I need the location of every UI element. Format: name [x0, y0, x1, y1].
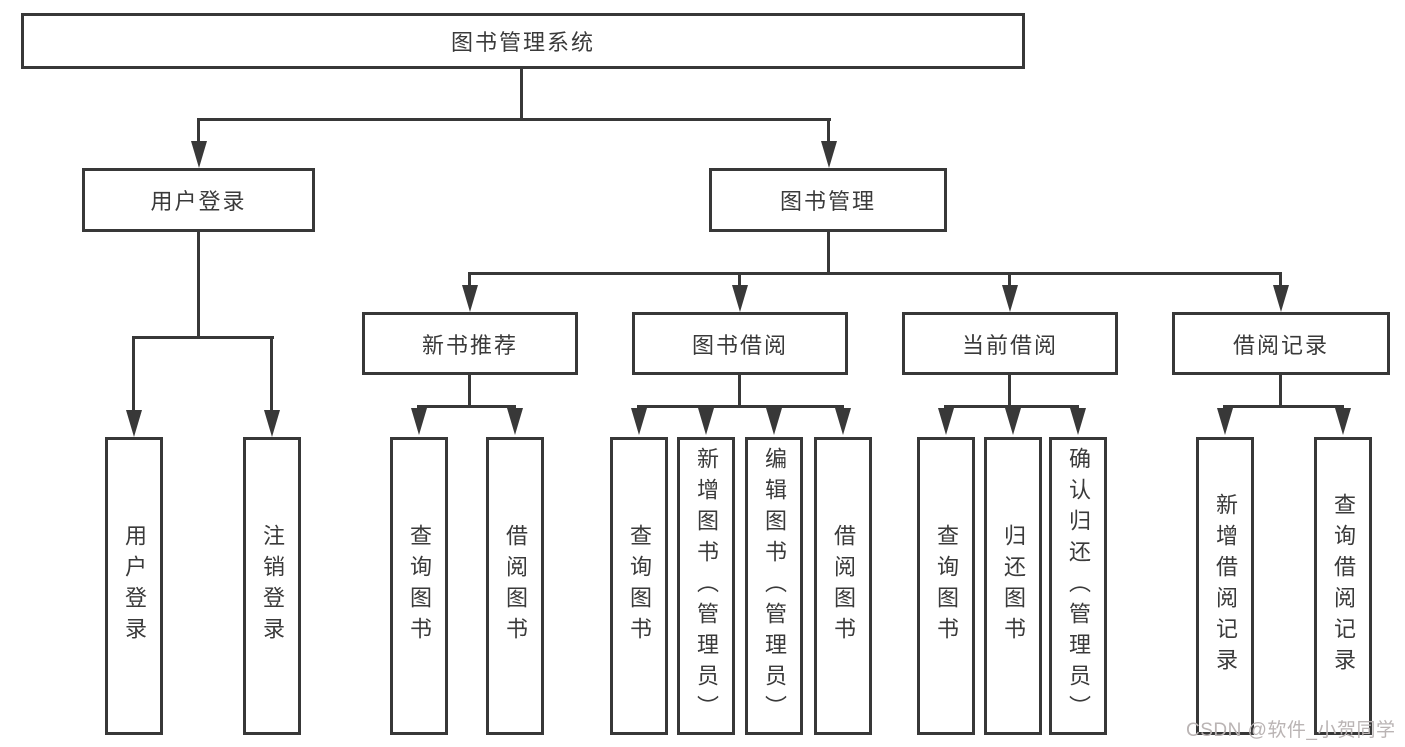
- leaf-return-books: 归还图书: [984, 437, 1042, 735]
- arrow-down-icon: [126, 410, 142, 437]
- arrow-down-icon: [835, 408, 851, 435]
- connector-level2-stem: [1008, 272, 1011, 288]
- connector-current-bar: [944, 405, 1079, 408]
- node-current-borrowing-label: 当前借阅: [961, 332, 1058, 358]
- connector-recommend-down: [468, 375, 471, 408]
- node-book-management-label: 图书管理: [779, 189, 876, 214]
- leaf-borrow-books-recommend: 借阅图书: [486, 437, 544, 735]
- arrow-down-icon: [821, 141, 837, 168]
- connector-records-bar: [1223, 405, 1344, 408]
- node-user-login: 用户登录: [82, 168, 315, 232]
- leaf-add-borrow-record: 新增借阅记录: [1196, 437, 1254, 735]
- connector-level2-stem: [1279, 272, 1282, 288]
- connector-user-login-down: [197, 232, 200, 336]
- connector-recommend-bar: [417, 405, 516, 408]
- node-root-label: 图书管理系统: [450, 30, 595, 55]
- leaf-borrow-books-recommend-label: 借阅图书: [503, 524, 528, 648]
- leaf-add-borrow-record-label: 新增借阅记录: [1213, 493, 1238, 679]
- connector-user-login-bar: [132, 336, 274, 339]
- connector-leaf-stem: [132, 336, 135, 413]
- leaf-confirm-return-admin-label: 确认归还（管理员）: [1066, 446, 1091, 726]
- csdn-watermark: CSDN @软件_小贺同学: [1186, 720, 1396, 741]
- connector-root-stem: [520, 69, 523, 119]
- connector-user-login-stem: [197, 118, 200, 145]
- arrow-down-icon: [1335, 408, 1351, 435]
- connector-borrowing-down: [738, 375, 741, 408]
- arrow-down-icon: [631, 408, 647, 435]
- connector-level2-stem: [468, 272, 471, 288]
- connector-current-down: [1008, 375, 1011, 408]
- connector-book-mgmt-stem: [827, 118, 830, 145]
- leaf-edit-books-admin: 编辑图书（管理员）: [745, 437, 803, 735]
- leaf-query-books-recommend: 查询图书: [390, 437, 448, 735]
- arrow-down-icon: [1217, 408, 1233, 435]
- leaf-query-books-current: 查询图书: [917, 437, 975, 735]
- node-book-borrowing-label: 图书借阅: [691, 332, 788, 358]
- arrow-down-icon: [732, 285, 748, 312]
- leaf-query-books-current-label: 查询图书: [934, 524, 959, 648]
- arrow-down-icon: [1005, 408, 1021, 435]
- arrow-down-icon: [1070, 408, 1086, 435]
- arrow-down-icon: [462, 285, 478, 312]
- node-new-book-recommend: 新书推荐: [362, 312, 578, 375]
- leaf-return-books-label: 归还图书: [1001, 524, 1026, 648]
- arrow-down-icon: [507, 408, 523, 435]
- connector-book-mgmt-down: [827, 232, 830, 272]
- arrow-down-icon: [766, 408, 782, 435]
- connector-root-bar: [197, 118, 831, 121]
- node-borrow-records: 借阅记录: [1172, 312, 1390, 375]
- leaf-borrow-books-label: 借阅图书: [831, 524, 856, 648]
- connector-leaf-stem: [270, 336, 273, 413]
- arrow-down-icon: [1002, 285, 1018, 312]
- leaf-edit-books-admin-label: 编辑图书（管理员）: [762, 446, 787, 726]
- leaf-query-borrow-record-label: 查询借阅记录: [1331, 493, 1356, 679]
- arrow-down-icon: [411, 408, 427, 435]
- arrow-down-icon: [264, 410, 280, 437]
- node-user-login-label: 用户登录: [150, 189, 247, 214]
- leaf-query-books-borrowing-label: 查询图书: [627, 524, 652, 648]
- connector-borrowing-bar: [637, 405, 844, 408]
- connector-level2-stem: [738, 272, 741, 288]
- node-book-borrowing: 图书借阅: [632, 312, 848, 375]
- leaf-user-login: 用户登录: [105, 437, 163, 735]
- leaf-add-books-admin: 新增图书（管理员）: [677, 437, 735, 735]
- leaf-add-books-admin-label: 新增图书（管理员）: [694, 446, 719, 726]
- node-new-book-recommend-label: 新书推荐: [421, 332, 518, 358]
- leaf-confirm-return-admin: 确认归还（管理员）: [1049, 437, 1107, 735]
- arrow-down-icon: [191, 141, 207, 168]
- leaf-query-borrow-record: 查询借阅记录: [1314, 437, 1372, 735]
- node-borrow-records-label: 借阅记录: [1232, 332, 1329, 358]
- arrow-down-icon: [938, 408, 954, 435]
- node-book-management: 图书管理: [709, 168, 947, 232]
- node-root: 图书管理系统: [21, 13, 1025, 69]
- leaf-borrow-books: 借阅图书: [814, 437, 872, 735]
- leaf-query-books-borrowing: 查询图书: [610, 437, 668, 735]
- node-current-borrowing: 当前借阅: [902, 312, 1118, 375]
- leaf-logout-label: 注销登录: [260, 524, 285, 648]
- arrow-down-icon: [698, 408, 714, 435]
- arrow-down-icon: [1273, 285, 1289, 312]
- connector-records-down: [1279, 375, 1282, 408]
- connector-level2-bar: [468, 272, 1282, 275]
- leaf-logout: 注销登录: [243, 437, 301, 735]
- leaf-query-books-recommend-label: 查询图书: [407, 524, 432, 648]
- leaf-user-login-label: 用户登录: [122, 524, 147, 648]
